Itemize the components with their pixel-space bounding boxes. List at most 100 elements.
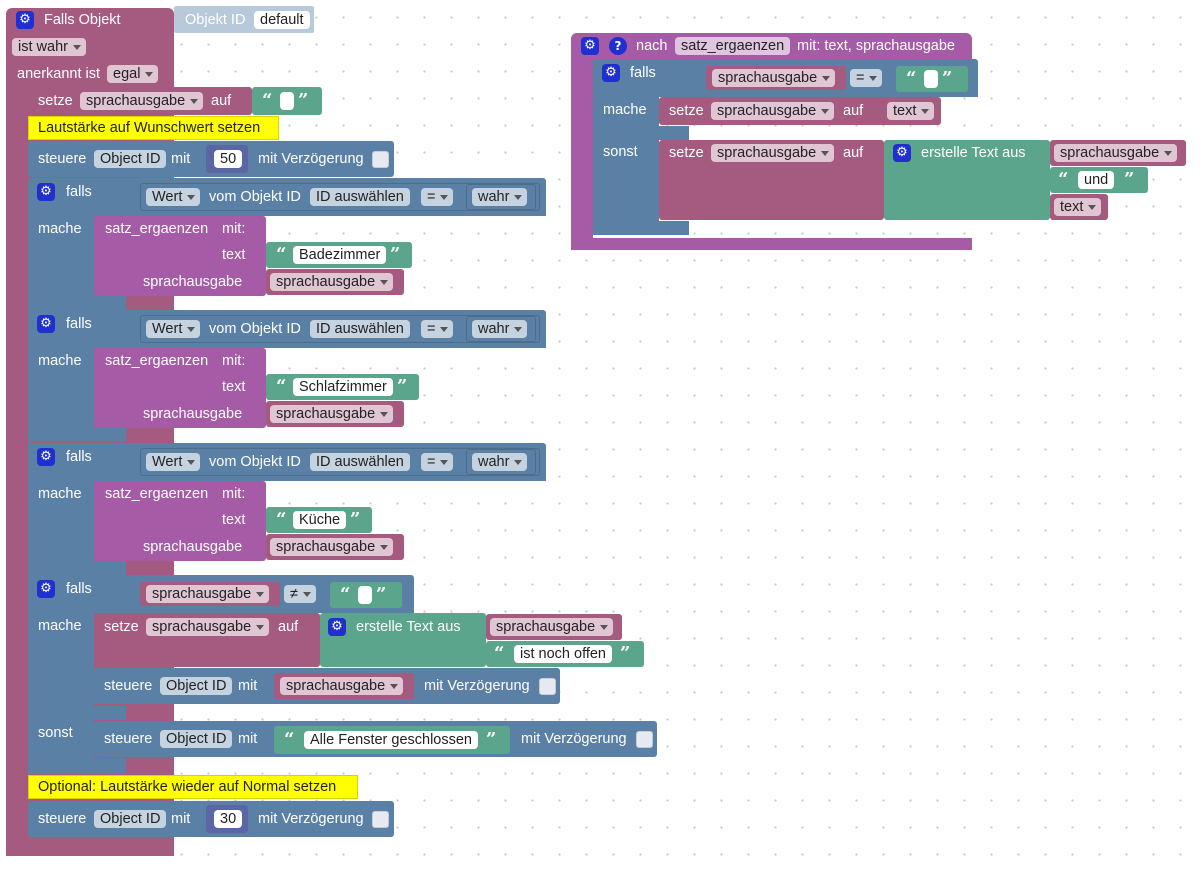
call-function-name: satz_ergaenzen	[105, 221, 209, 237]
call-function-block[interactable]	[94, 481, 266, 561]
condition-dropdown[interactable]: ist wahr	[12, 38, 86, 56]
compare-op-dropdown[interactable]: ≠	[284, 585, 316, 603]
call-with-label: mit:	[222, 353, 246, 369]
comment-text: Lautstärke auf Wunschwert setzen	[38, 120, 261, 136]
if-label: falls	[630, 65, 656, 81]
else-label: sonst	[38, 725, 73, 741]
create-text-gear-icon[interactable]: ⚙	[328, 618, 346, 636]
delay-checkbox[interactable]	[372, 151, 389, 168]
function-if-mid	[593, 126, 689, 140]
control-text-value[interactable]: Alle Fenster geschlossen	[304, 731, 478, 749]
control-value-dropdown[interactable]: sprachausgabe	[280, 677, 404, 695]
number-value[interactable]: 50	[214, 150, 243, 168]
empty-text-field[interactable]	[358, 586, 372, 604]
value-dropdown[interactable]: Wert	[146, 453, 201, 471]
select-id-field[interactable]: ID auswählen	[310, 320, 410, 338]
object-id-value[interactable]: default	[254, 11, 310, 29]
function-gear-icon[interactable]: ⚙	[581, 37, 599, 55]
arg-variable-dropdown[interactable]: sprachausgabe	[270, 405, 394, 423]
compare-op-dropdown[interactable]: =	[850, 69, 883, 87]
join-item-2-text[interactable]: und	[1078, 171, 1115, 189]
settings-gear-icon[interactable]: ⚙	[16, 11, 34, 29]
empty-text-field[interactable]	[924, 70, 938, 88]
arg-text-value[interactable]: Schlafzimmer	[293, 378, 393, 396]
call-function-block[interactable]	[94, 348, 266, 428]
arg-variable-dropdown[interactable]: sprachausgabe	[270, 538, 394, 556]
compare-lhs-dropdown[interactable]: sprachausgabe	[146, 585, 270, 603]
do-label: mache	[38, 221, 82, 237]
control-target[interactable]: Object ID	[94, 150, 167, 168]
open-quote-icon: “	[276, 509, 287, 530]
set-variable-dropdown[interactable]: sprachausgabe	[80, 92, 204, 110]
if-gear-icon[interactable]: ⚙	[37, 183, 55, 201]
boolean-dropdown[interactable]: wahr	[472, 188, 528, 206]
set-variable-dropdown[interactable]: sprachausgabe	[146, 618, 270, 636]
join-item-2-text[interactable]: ist noch offen	[514, 645, 612, 663]
value-dropdown[interactable]: Wert	[146, 188, 201, 206]
compare-op-dropdown[interactable]: =	[421, 320, 454, 338]
if-block-1-bottom	[28, 296, 126, 310]
close-quote-icon: ”	[397, 376, 408, 397]
boolean-dropdown[interactable]: wahr	[472, 320, 528, 338]
control-target[interactable]: Object ID	[94, 810, 167, 828]
close-quote-icon: ”	[620, 643, 631, 664]
comment-block[interactable]	[28, 775, 358, 799]
create-text-gear-icon[interactable]: ⚙	[893, 144, 911, 162]
if-label: falls	[66, 449, 92, 465]
comment-block[interactable]	[28, 116, 279, 140]
if-gear-icon[interactable]: ⚙	[37, 448, 55, 466]
control-target[interactable]: Object ID	[160, 730, 233, 748]
join-item-1-dropdown[interactable]: sprachausgabe	[1054, 144, 1178, 162]
if-gear-icon[interactable]: ⚙	[602, 64, 620, 82]
control-target[interactable]: Object ID	[160, 677, 233, 695]
empty-text-field[interactable]	[280, 92, 294, 110]
do-label: mache	[38, 353, 82, 369]
call-with-label: mit:	[222, 486, 246, 502]
number-value[interactable]: 30	[214, 810, 243, 828]
create-text-block[interactable]	[320, 613, 486, 667]
control-delay-label: mit Verzögerung	[258, 811, 364, 827]
set-value-dropdown[interactable]: text	[887, 102, 935, 120]
if-block-4-left	[28, 575, 94, 773]
arg-variable-dropdown[interactable]: sprachausgabe	[270, 273, 394, 291]
delay-checkbox[interactable]	[372, 811, 389, 828]
control-delay-label: mit Verzögerung	[521, 731, 627, 747]
value-dropdown[interactable]: Wert	[146, 320, 201, 338]
set-variable-dropdown[interactable]: sprachausgabe	[711, 102, 835, 120]
call-function-block[interactable]	[94, 216, 266, 296]
delay-checkbox[interactable]	[636, 731, 653, 748]
if-gear-icon[interactable]: ⚙	[37, 580, 55, 598]
delay-checkbox[interactable]	[539, 678, 556, 695]
select-id-field[interactable]: ID auswählen	[310, 453, 410, 471]
join-item-3-dropdown[interactable]: text	[1054, 198, 1102, 216]
join-item-1-dropdown[interactable]: sprachausgabe	[490, 618, 614, 636]
from-object-label: vom Objekt ID	[209, 454, 301, 470]
compare-op-dropdown[interactable]: =	[421, 453, 454, 471]
ack-dropdown[interactable]: egal	[107, 65, 159, 83]
create-text-label: erstelle Text aus	[356, 619, 461, 635]
arg-text-value[interactable]: Badezimmer	[293, 246, 387, 264]
open-quote-icon: “	[494, 643, 505, 664]
if-block-2-bottom	[28, 428, 126, 442]
open-quote-icon: “	[1058, 169, 1069, 190]
compare-lhs-dropdown[interactable]: sprachausgabe	[712, 69, 836, 87]
trigger-title: Falls Objekt	[44, 12, 121, 28]
create-text-block[interactable]	[884, 140, 1050, 220]
select-id-field[interactable]: ID auswählen	[310, 188, 410, 206]
ack-label: anerkannt ist	[17, 66, 101, 82]
if-label: falls	[66, 581, 92, 597]
if-block-4-bottom	[28, 758, 126, 774]
control-delay-label: mit Verzögerung	[424, 678, 530, 694]
open-quote-icon: “	[340, 584, 351, 605]
help-icon[interactable]: ?	[609, 37, 627, 55]
function-name-field[interactable]: satz_ergaenzen	[675, 37, 791, 55]
set-keyword: setze	[38, 93, 73, 109]
arg-text-label: text	[222, 512, 246, 528]
arg-text-value[interactable]: Küche	[293, 511, 347, 529]
boolean-dropdown[interactable]: wahr	[472, 453, 528, 471]
arg-sprachausgabe-label: sprachausgabe	[143, 406, 243, 422]
compare-op-dropdown[interactable]: =	[421, 188, 454, 206]
set-variable-dropdown[interactable]: sprachausgabe	[711, 144, 835, 162]
if-gear-icon[interactable]: ⚙	[37, 315, 55, 333]
call-function-name: satz_ergaenzen	[105, 486, 209, 502]
